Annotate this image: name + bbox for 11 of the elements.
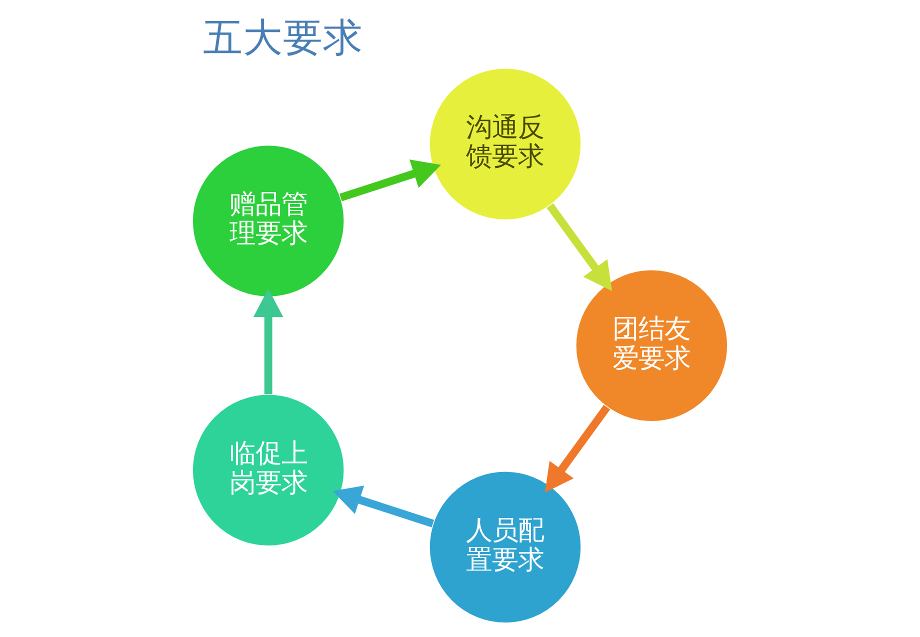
arrow	[546, 203, 612, 291]
node-circle: 人员配置要求	[428, 470, 582, 624]
node-circle: 团结友爱要求	[575, 268, 728, 422]
diagram-title: 五大要求	[202, 14, 363, 61]
node-circle: 沟通反馈要求	[428, 67, 582, 221]
node-circle: 赠品管理要求	[192, 144, 346, 298]
arrow	[544, 404, 610, 493]
node-circle: 临促上岗要求	[192, 393, 346, 547]
arrow	[332, 486, 434, 528]
arrow	[253, 288, 284, 394]
arrow	[339, 160, 442, 202]
